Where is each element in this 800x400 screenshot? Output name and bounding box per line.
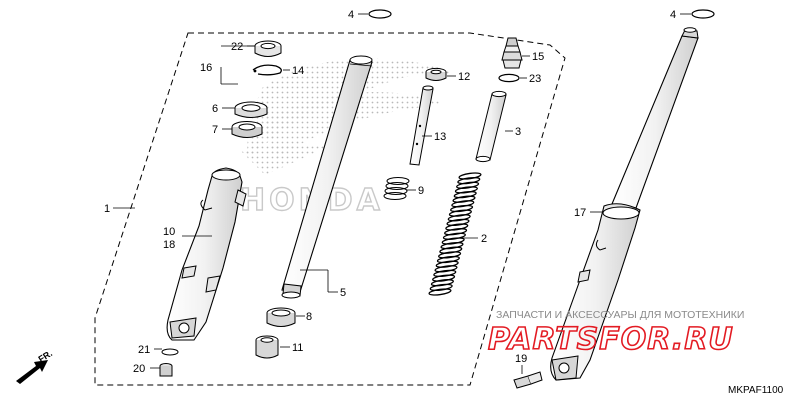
watermark-brand: PARTSFOR.RU	[488, 322, 734, 357]
spring-coil	[442, 232, 466, 240]
callout-labels: 4 4 1 22 16 14 6 7 10 18 12 13 9 3 2 5 8…	[104, 9, 676, 375]
callout-5: 5	[340, 287, 346, 299]
spring-coil	[446, 218, 470, 227]
callout-1: 1	[104, 203, 110, 215]
callout-2: 2	[481, 233, 487, 245]
callout-8: 8	[306, 311, 312, 323]
direction-label: FR.	[37, 348, 55, 364]
fork-piston-rod	[409, 85, 434, 166]
spring-coil	[454, 186, 478, 194]
callout-13: 13	[434, 131, 446, 143]
spring-coil	[448, 209, 472, 217]
front-fork-assembly	[550, 27, 699, 381]
fork-bolt-o-ring	[498, 73, 520, 83]
callout-4-right: 4	[670, 9, 676, 21]
o-ring-top-right	[691, 9, 715, 19]
callout-7: 7	[212, 124, 218, 136]
assembly-boundary	[94, 32, 566, 386]
oil-seal	[234, 101, 268, 118]
spring-coil	[456, 181, 480, 189]
back-up-ring	[231, 121, 263, 138]
spring-coil	[451, 200, 475, 208]
callout-20: 20	[133, 363, 145, 375]
callout-18: 18	[163, 239, 175, 251]
spring-coil	[440, 241, 464, 250]
spring-collar	[475, 90, 507, 163]
spring-coil	[438, 251, 462, 259]
spring-coil	[457, 176, 481, 185]
callout-15: 15	[532, 51, 544, 63]
rebound-spring	[383, 177, 410, 200]
spring-coil	[458, 172, 482, 180]
dust-seal	[254, 40, 282, 57]
fork-spring	[428, 172, 482, 296]
piston-bushing	[255, 335, 279, 359]
spring-coil	[452, 195, 476, 203]
site-watermark: ЗАПЧАСТИ И АКСЕССУАРЫ ДЛЯ МОТОТЕХНИКИ PA…	[487, 309, 744, 358]
spring-coil	[441, 237, 465, 245]
stopper-ring	[252, 64, 282, 76]
callout-11: 11	[292, 342, 303, 354]
spring-coil	[429, 283, 453, 292]
o-ring-top-left	[368, 9, 392, 19]
spring-coil	[434, 265, 458, 273]
diagram-code: MKPAF1100	[728, 385, 784, 396]
spring-coil	[428, 288, 452, 296]
callout-17: 17	[574, 207, 586, 219]
spring-coil	[445, 223, 469, 231]
collar	[425, 67, 447, 81]
front-direction-arrow: FR.	[16, 348, 54, 384]
fork-bolt	[501, 37, 523, 69]
leader-lines	[113, 13, 691, 374]
sealing-washer	[161, 348, 179, 356]
callout-12: 12	[458, 71, 470, 83]
spring-coil	[433, 269, 457, 278]
watermark-tagline: ЗАПЧАСТИ И АКСЕССУАРЫ ДЛЯ МОТОТЕХНИКИ	[496, 309, 744, 321]
slide-bushing	[266, 307, 296, 327]
spring-coil	[430, 279, 454, 287]
spring-coil	[450, 204, 474, 213]
callout-9: 9	[418, 185, 424, 197]
callout-16: 16	[200, 62, 212, 74]
spring-coil	[432, 274, 456, 282]
callout-19: 19	[515, 353, 527, 365]
socket-bolt	[159, 363, 173, 377]
callout-10: 10	[163, 226, 175, 238]
spring-coil	[435, 260, 459, 268]
callout-22: 22	[231, 41, 243, 53]
spring-coil	[453, 190, 477, 199]
spring-coil	[436, 255, 460, 264]
spring-coil	[447, 214, 471, 222]
fork-pipe	[281, 55, 373, 299]
spring-coil	[444, 228, 468, 236]
fork-slider	[166, 167, 247, 341]
callout-4-left: 4	[348, 9, 354, 21]
axle-pinch-bolt	[513, 371, 543, 389]
callout-23: 23	[529, 73, 541, 85]
callout-21: 21	[138, 344, 150, 356]
callout-6: 6	[212, 103, 218, 115]
spring-coil	[439, 246, 463, 254]
callout-14: 14	[292, 65, 304, 77]
callout-3: 3	[515, 126, 521, 138]
